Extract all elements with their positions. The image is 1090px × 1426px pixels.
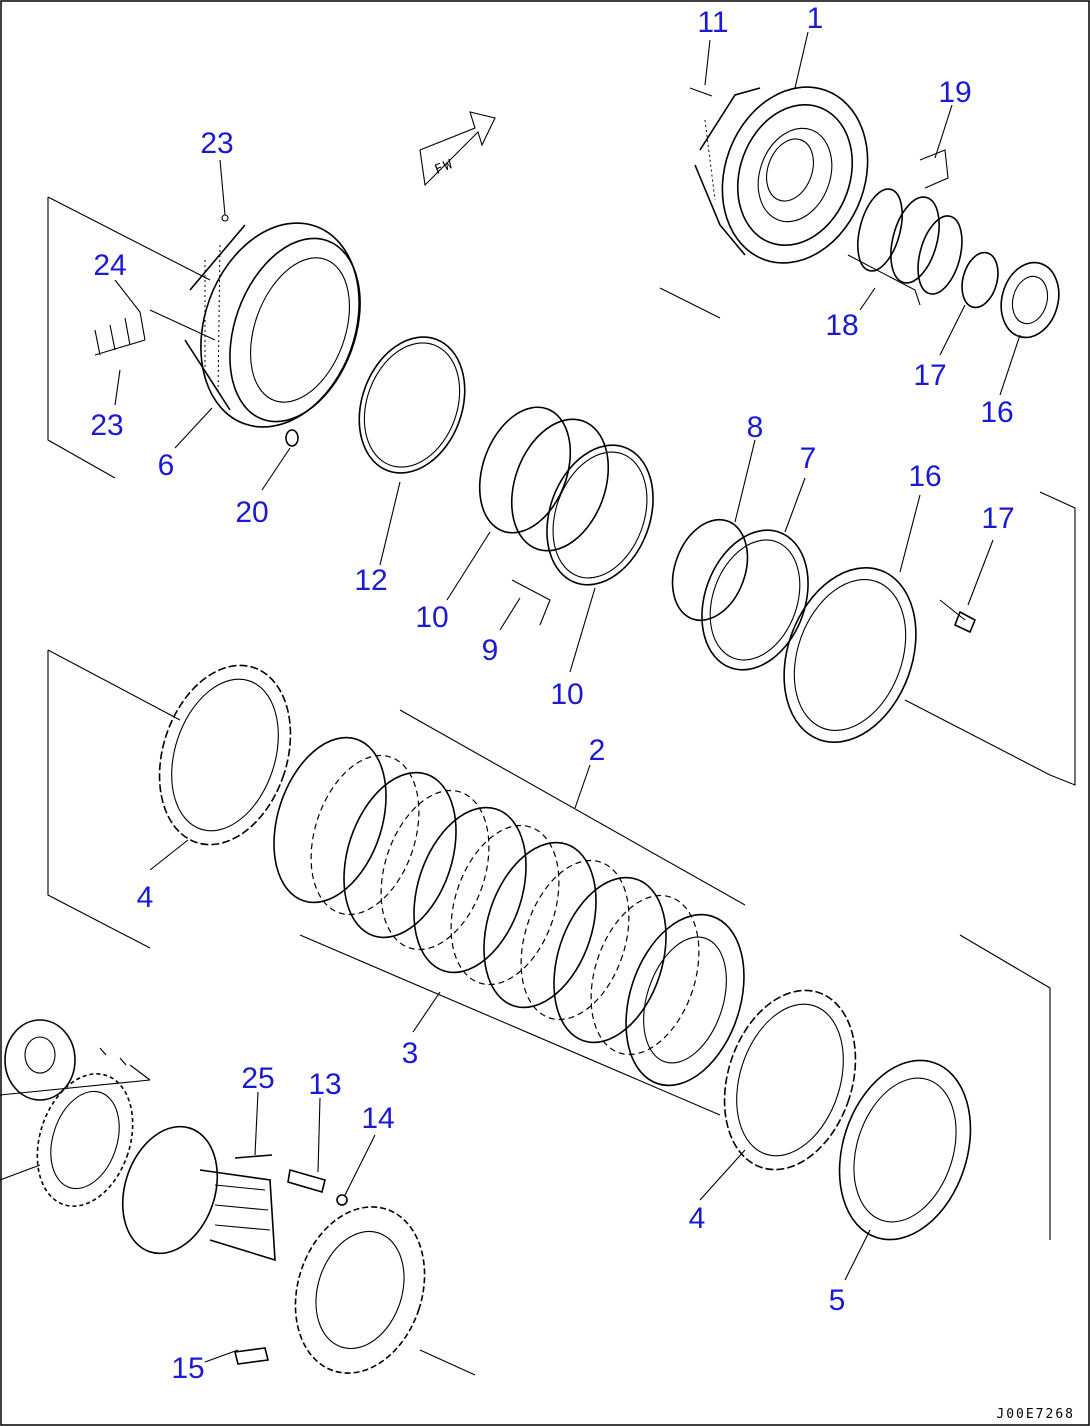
hub-assembly-lower-left xyxy=(4,1019,426,1374)
part-label-12: 12 xyxy=(354,564,387,597)
part-number-labels: 11 1 19 18 17 16 23 24 23 6 20 12 10 9 1… xyxy=(90,2,1014,1385)
part-label-10-left: 10 xyxy=(415,601,448,634)
part-label-3: 3 xyxy=(402,1037,419,1070)
assembly-outline-lines xyxy=(0,196,1076,1376)
housing-part-6 xyxy=(184,222,361,428)
part-label-7: 7 xyxy=(800,442,817,475)
part-label-25: 25 xyxy=(241,1062,274,1095)
bolt-part-17 xyxy=(939,599,977,634)
part-label-11: 11 xyxy=(697,6,728,39)
ring-part-8-7 xyxy=(671,518,809,671)
part-label-21: 19 xyxy=(938,76,971,109)
ring-group-21 xyxy=(847,149,963,306)
part-label-9: 9 xyxy=(482,634,499,667)
fittings-part-23-24 xyxy=(94,214,229,356)
plate-part-5 xyxy=(838,1059,972,1241)
pin-part-11 xyxy=(689,87,713,97)
retainer-part-16 xyxy=(783,567,1051,776)
part-label-23-bottom: 23 xyxy=(90,409,123,442)
seal-part-18 xyxy=(1000,261,1060,339)
nut-part-14 xyxy=(336,1194,348,1206)
bolt-part-15 xyxy=(234,1347,269,1365)
fw-label: FW xyxy=(433,157,457,178)
part-label-4-lower: 4 xyxy=(689,1202,706,1235)
plate-part-4-upper xyxy=(158,664,292,846)
part-label-4-upper: 4 xyxy=(137,881,154,914)
plate-part-4-lower xyxy=(723,989,857,1171)
part-label-24: 24 xyxy=(93,249,126,282)
part-label-18: 16 xyxy=(980,396,1013,429)
part-label-8: 8 xyxy=(747,411,764,444)
drawing-id: J00E7268 xyxy=(996,1407,1075,1422)
piston-part-9-10 xyxy=(478,406,654,626)
part-label-5: 5 xyxy=(829,1284,846,1317)
part-label-10-right: 10 xyxy=(550,678,583,711)
part-label-20: 18 xyxy=(825,309,858,342)
part-label-14: 14 xyxy=(361,1102,394,1135)
part-label-15: 15 xyxy=(171,1352,204,1385)
part-label-2: 2 xyxy=(589,734,606,767)
part-label-19: 17 xyxy=(913,359,946,392)
part-label-6: 6 xyxy=(158,449,175,482)
snap-ring-part-19 xyxy=(961,251,999,309)
leader-lines xyxy=(114,31,1021,1363)
plug-part-22 xyxy=(285,429,299,447)
part-label-1: 1 xyxy=(807,2,824,35)
part-label-17: 17 xyxy=(981,502,1014,535)
part-label-23-top: 23 xyxy=(200,127,233,160)
pin-part-25 xyxy=(234,1154,273,1159)
washer-part-13 xyxy=(287,1168,326,1194)
part-label-16: 16 xyxy=(908,460,941,493)
ring-part-12 xyxy=(358,336,466,474)
part-label-22: 20 xyxy=(235,496,268,529)
housing-part-1 xyxy=(694,86,869,264)
disc-stack-part-2-3 xyxy=(273,709,746,1116)
fw-arrow-icon: FW xyxy=(419,111,496,187)
part-label-13: 13 xyxy=(308,1068,341,1101)
